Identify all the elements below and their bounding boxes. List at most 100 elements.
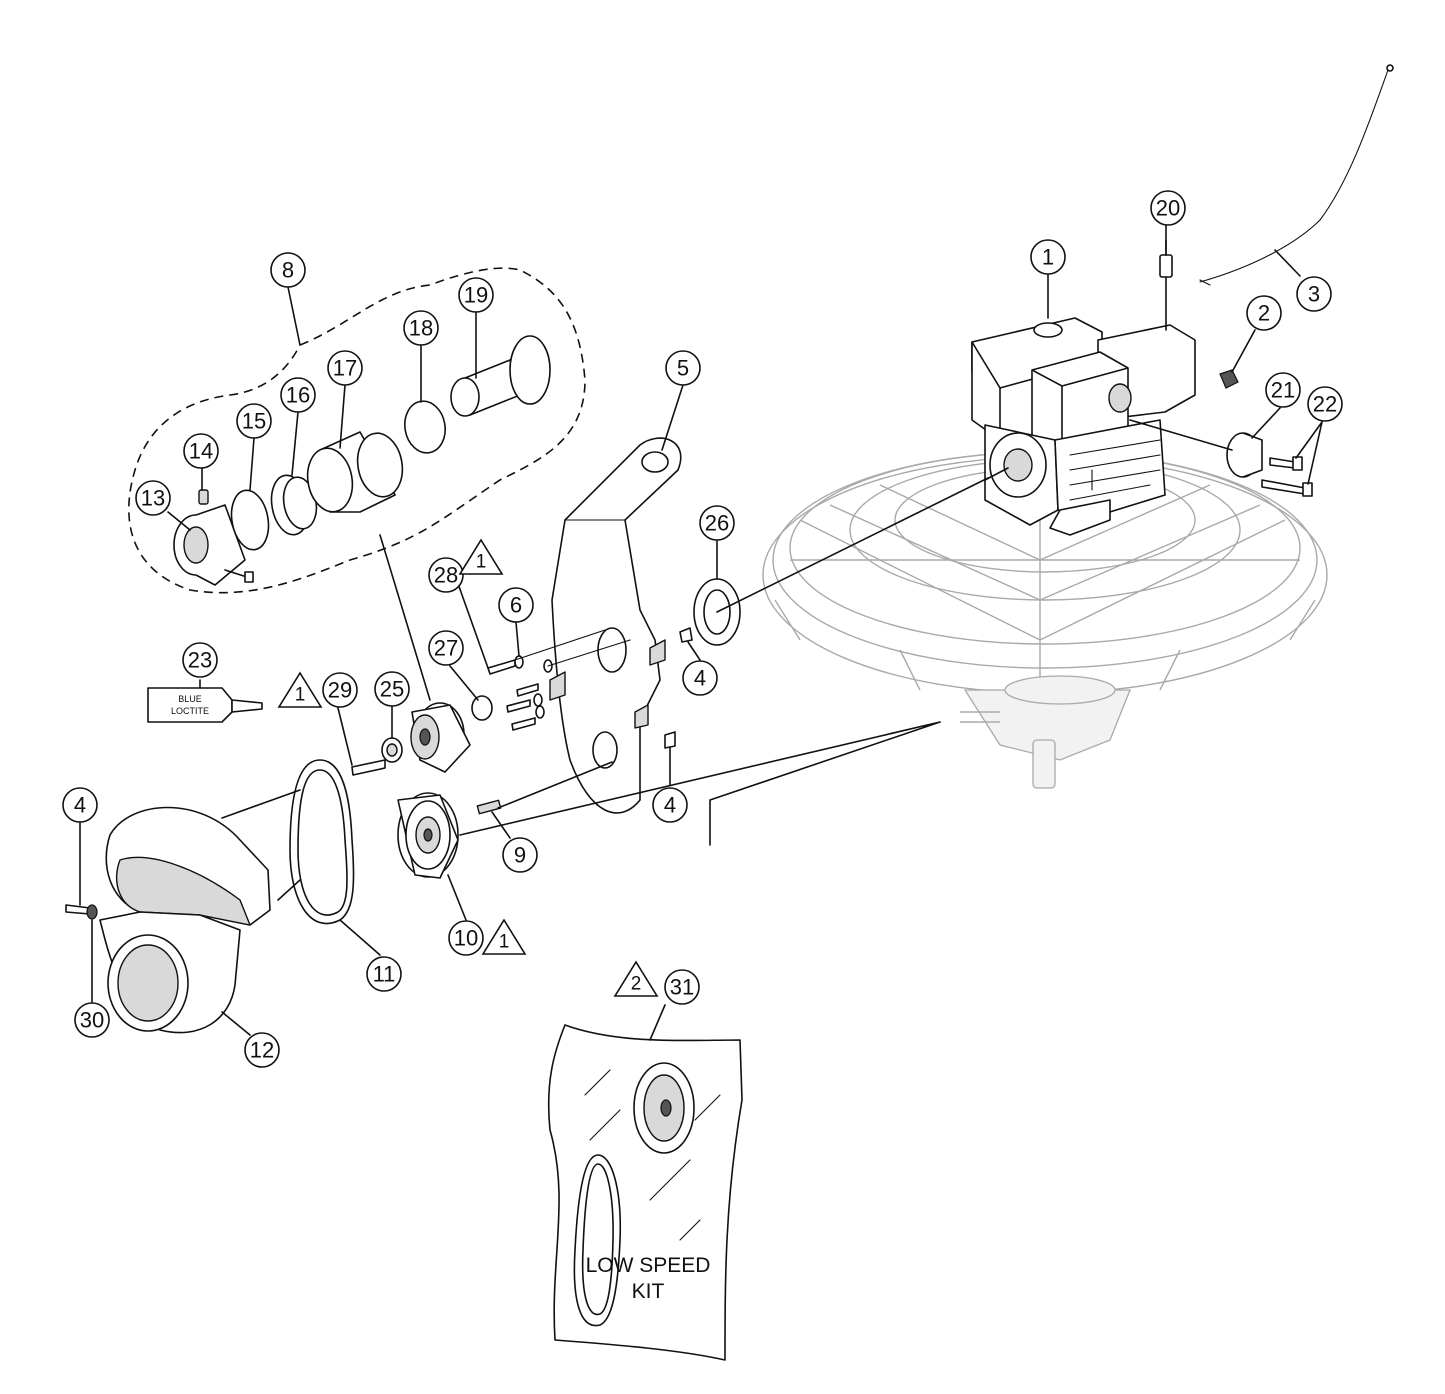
- callout-4-left: 4: [62, 787, 98, 823]
- callout-23: 23: [182, 642, 218, 678]
- callout-20: 20: [1150, 190, 1186, 226]
- svg-text:4: 4: [664, 793, 676, 818]
- callout-12: 12: [244, 1032, 280, 1068]
- clutch-drum: [306, 431, 404, 513]
- callout-10: 10: [448, 920, 484, 956]
- svg-text:22: 22: [1313, 392, 1337, 417]
- callout-18: 18: [403, 310, 439, 346]
- hub: [450, 335, 551, 417]
- key: [476, 799, 502, 815]
- screws-and-washers: [487, 629, 631, 731]
- side-cover: [1129, 419, 1263, 478]
- svg-text:8: 8: [282, 258, 294, 283]
- svg-text:4: 4: [694, 666, 706, 691]
- callout-6: 6: [498, 587, 534, 623]
- callout-3: 3: [1296, 276, 1332, 312]
- callout-27: 27: [428, 630, 464, 666]
- bolt: [351, 759, 386, 776]
- callout-14: 14: [183, 433, 219, 469]
- svg-text:25: 25: [380, 677, 404, 702]
- leader-lines: [79, 224, 1323, 1041]
- kit-label-line1: LOW SPEED: [586, 1254, 711, 1277]
- belt-guard: [99, 806, 271, 1034]
- throttle-cable: [1199, 69, 1389, 283]
- svg-text:16: 16: [286, 383, 310, 408]
- callout-8: 8: [270, 252, 306, 288]
- callout-30: 30: [74, 1002, 110, 1038]
- svg-text:20: 20: [1156, 196, 1180, 221]
- clutch-pulley: [381, 702, 471, 773]
- callout-2: 2: [1246, 295, 1282, 331]
- svg-text:23: 23: [188, 648, 212, 673]
- svg-text:1: 1: [1042, 245, 1054, 270]
- loctite-line2: LOCTITE: [171, 706, 209, 716]
- guard-bolt: [65, 904, 98, 920]
- svg-text:2: 2: [631, 974, 642, 995]
- note-triangle-1-top: 1: [458, 538, 504, 575]
- engine-assembly: [971, 317, 1196, 536]
- note-triangle-1-loctite: 1: [277, 671, 323, 708]
- svg-text:26: 26: [705, 511, 729, 536]
- callout-26: 26: [699, 505, 735, 541]
- svg-text:9: 9: [514, 843, 526, 868]
- svg-text:31: 31: [670, 975, 694, 1000]
- svg-text:28: 28: [434, 563, 458, 588]
- bearing: [270, 474, 318, 536]
- retaining-ring: [230, 489, 270, 551]
- spacer: [471, 695, 493, 721]
- note-triangle-2: 2: [613, 960, 659, 997]
- spacer-ring: [403, 400, 447, 454]
- svg-text:21: 21: [1271, 378, 1295, 403]
- svg-text:13: 13: [141, 486, 165, 511]
- svg-text:4: 4: [74, 793, 86, 818]
- low-speed-kit-bag: LOW SPEED KIT: [547, 1024, 743, 1361]
- svg-text:17: 17: [333, 356, 357, 381]
- svg-text:11: 11: [373, 962, 396, 987]
- svg-text:14: 14: [189, 439, 213, 464]
- svg-text:6: 6: [510, 593, 522, 618]
- callout-16: 16: [280, 377, 316, 413]
- svg-text:29: 29: [328, 678, 352, 703]
- kit-label-line2: KIT: [632, 1280, 665, 1303]
- callout-1: 1: [1030, 239, 1066, 275]
- callout-5: 5: [665, 350, 701, 386]
- svg-text:12: 12: [250, 1038, 274, 1063]
- callout-9: 9: [502, 837, 538, 873]
- callout-19: 19: [458, 277, 494, 313]
- callout-4-right: 4: [682, 660, 718, 696]
- bolts: [1261, 456, 1313, 497]
- svg-text:18: 18: [409, 316, 433, 341]
- svg-text:1: 1: [295, 685, 306, 706]
- callout-28: 28: [428, 557, 464, 593]
- svg-text:27: 27: [434, 636, 458, 661]
- callout-15: 15: [236, 403, 272, 439]
- collar: [173, 504, 254, 586]
- callout-22: 22: [1307, 386, 1343, 422]
- svg-text:1: 1: [476, 552, 487, 573]
- svg-text:15: 15: [242, 409, 266, 434]
- v-belt: [289, 759, 355, 925]
- svg-text:1: 1: [499, 932, 510, 953]
- callout-4-bottom: 4: [652, 787, 688, 823]
- loctite-line1: BLUE: [178, 694, 202, 704]
- callout-21: 21: [1265, 372, 1301, 408]
- callout-31: 31: [664, 969, 700, 1005]
- note-triangle-1-pulley: 1: [481, 918, 527, 955]
- driven-pulley: [397, 792, 459, 879]
- svg-text:3: 3: [1308, 282, 1320, 307]
- svg-text:30: 30: [80, 1008, 104, 1033]
- small-clip: [1219, 369, 1239, 389]
- callout-25: 25: [374, 671, 410, 707]
- callout-13: 13: [135, 480, 171, 516]
- clutch-kit-outline: [128, 267, 586, 594]
- callout-17: 17: [327, 350, 363, 386]
- callout-11: 11: [366, 956, 402, 992]
- set-screw: [198, 489, 209, 505]
- loctite-tube: BLUE LOCTITE: [147, 687, 263, 723]
- callout-29: 29: [322, 672, 358, 708]
- svg-text:2: 2: [1258, 301, 1270, 326]
- svg-text:19: 19: [464, 283, 488, 308]
- svg-text:10: 10: [454, 926, 478, 951]
- svg-text:5: 5: [677, 356, 689, 381]
